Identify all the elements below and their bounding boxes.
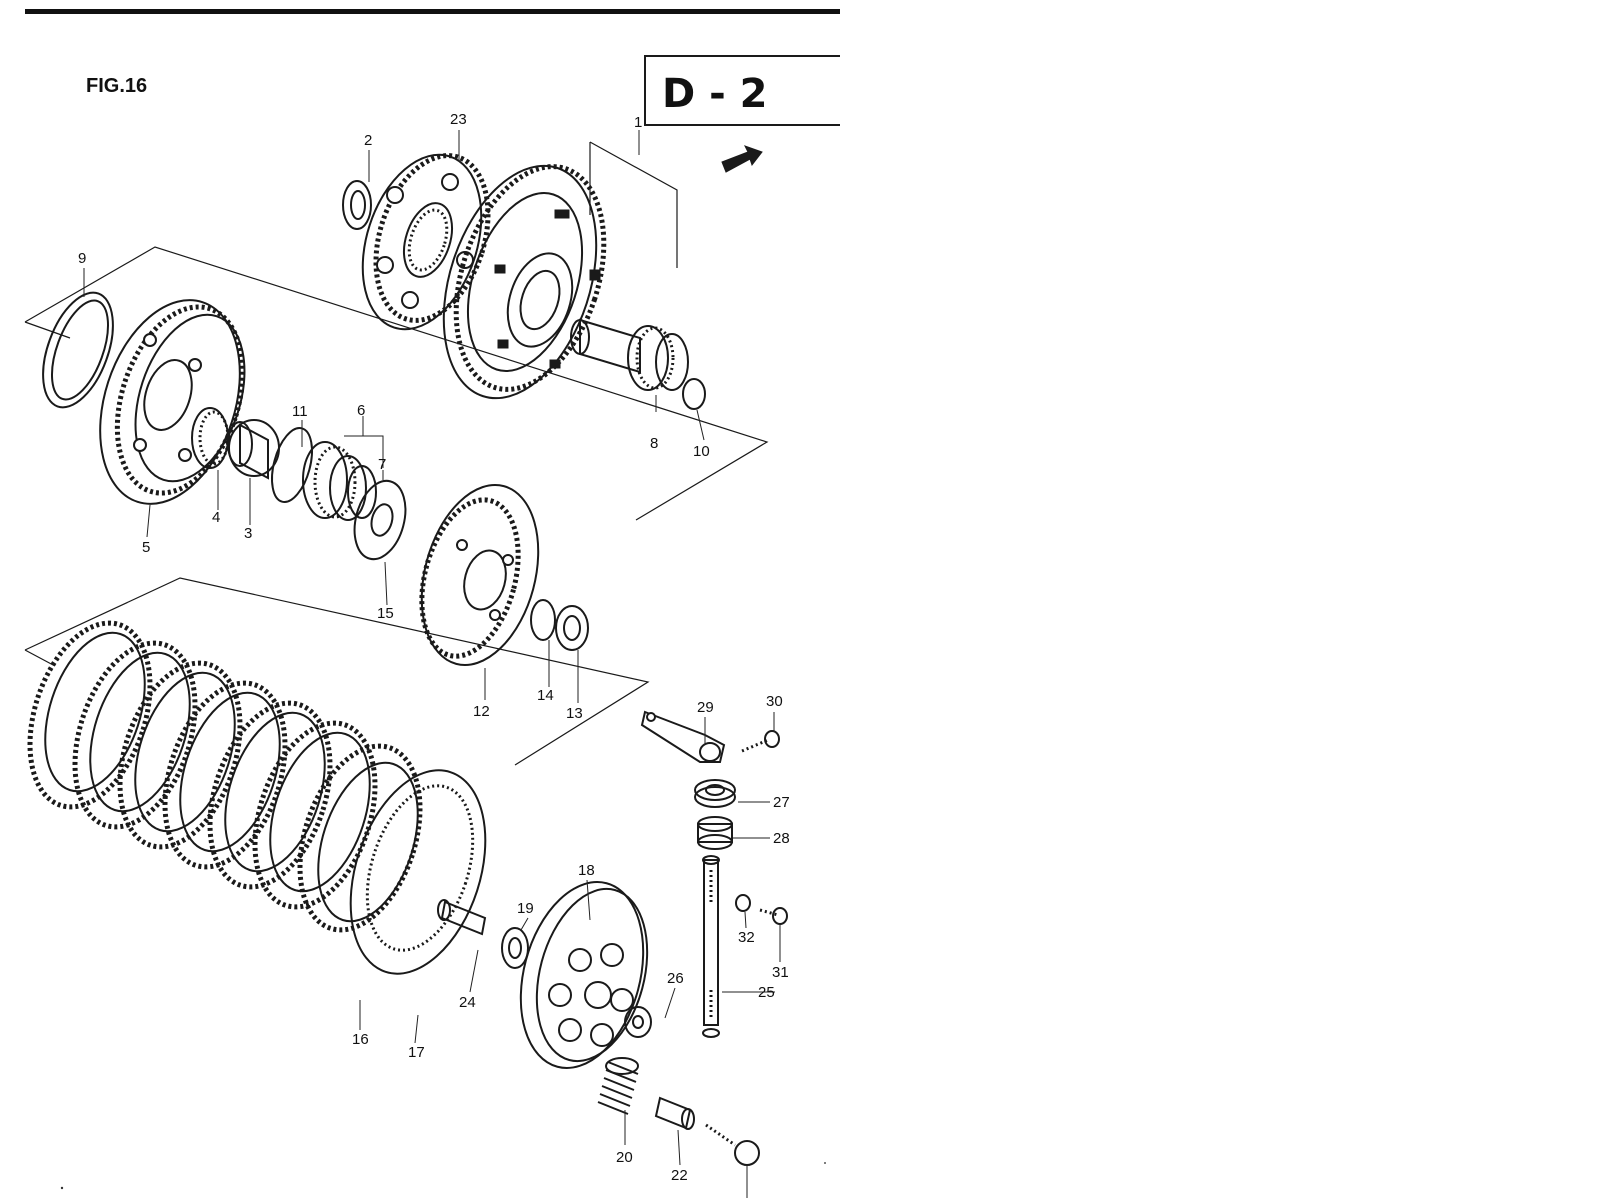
front-direction-arrow-icon (721, 145, 763, 173)
figure-title: FIG.16 (86, 75, 147, 97)
callout-labels: 1 2 3 4 5 6 7 8 9 10 11 12 13 14 15 16 1… (78, 111, 790, 1184)
label-14: 14 (537, 687, 554, 704)
upper-group-frame (24, 246, 769, 521)
part-27-seal (694, 779, 736, 808)
part-25-release-shaft (702, 855, 720, 1038)
label-2: 2 (364, 132, 372, 149)
part-10-ring (682, 378, 706, 410)
label-4: 4 (212, 509, 220, 526)
label-9: 9 (78, 250, 86, 267)
part-2-thrust-washer (342, 180, 372, 230)
label-23: 23 (450, 111, 467, 128)
label-13: 13 (566, 705, 583, 722)
part-16-17-plate-stack (27, 620, 487, 975)
part-22-spacer (654, 1096, 695, 1130)
label-11: 11 (292, 403, 308, 420)
leader-lines (83, 130, 781, 1198)
label-18: 18 (578, 862, 595, 879)
part-26-washer (624, 1006, 652, 1038)
part-31-screw (759, 907, 788, 925)
label-3: 3 (244, 525, 252, 542)
part-1-shaft (570, 318, 641, 374)
part-30-screw (741, 730, 780, 753)
label-19: 19 (517, 900, 534, 917)
part-13-nut (555, 605, 589, 651)
label-6: 6 (357, 402, 365, 419)
part-9-seal (42, 291, 114, 409)
part-24-push-piece (437, 899, 487, 936)
label-31: 31 (772, 964, 789, 981)
label-25: 25 (758, 984, 775, 1001)
label-32: 32 (738, 929, 755, 946)
label-24: 24 (459, 994, 476, 1011)
part-14-lock-washer (530, 599, 556, 641)
label-12: 12 (473, 703, 490, 720)
part-23-gear-plate (361, 153, 491, 331)
part-1-primary-driven-gear (442, 164, 607, 400)
label-8: 8 (650, 435, 658, 452)
top-rule (25, 9, 840, 14)
part-32-washer (735, 894, 751, 912)
label-20: 20 (616, 1149, 633, 1166)
label-30: 30 (766, 693, 783, 710)
part-29-release-arm (640, 710, 726, 763)
label-5: 5 (142, 539, 150, 556)
part-4-needle-bearing (191, 407, 230, 469)
part-21-bolt (705, 1123, 760, 1166)
lower-group-frame (24, 577, 650, 766)
label-10: 10 (693, 443, 710, 460)
part-12-clutch-hub (419, 484, 540, 666)
part-8-needle-bearing (627, 325, 689, 391)
label-27: 27 (773, 794, 790, 811)
part-28-bushing (697, 816, 733, 850)
label-16: 16 (352, 1031, 369, 1048)
part-3-sleeve (227, 419, 280, 480)
part-6-7-bearing-assembly (302, 441, 377, 521)
part-1-bracket (589, 141, 678, 268)
label-28: 28 (773, 830, 790, 847)
label-22: 22 (671, 1167, 688, 1184)
part-15-washer (353, 479, 407, 561)
part-11-ring (271, 427, 313, 503)
page-code-box: D - 2 (644, 55, 840, 126)
part-5-clutch-housing (99, 299, 246, 505)
label-17: 17 (408, 1044, 425, 1061)
page-code: D - 2 (662, 71, 768, 117)
label-7: 7 (378, 456, 386, 473)
label-1: 1 (634, 114, 642, 131)
scan-speck (824, 1162, 826, 1164)
part-20-spring (597, 1057, 639, 1115)
label-29: 29 (697, 699, 714, 716)
scan-speck (60, 1186, 64, 1190)
part-18-pressure-plate (519, 881, 649, 1069)
label-15: 15 (377, 605, 394, 622)
label-26: 26 (667, 970, 684, 987)
part-19-bearing (501, 927, 529, 969)
